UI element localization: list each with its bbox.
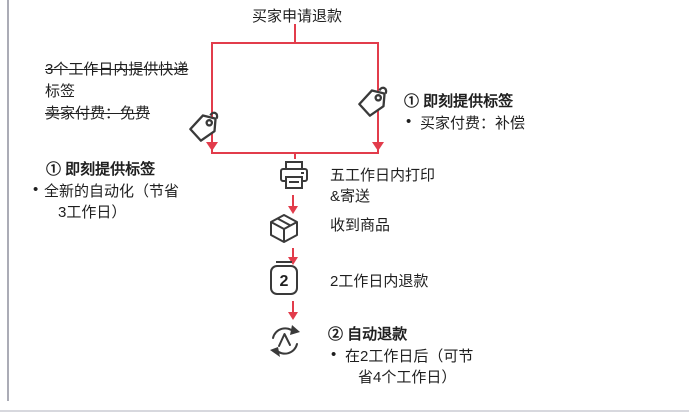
step-auto-bullet: • 在2工作日后（可节 (331, 346, 473, 367)
right-branch-bullet-text: 买家付费：补偿 (420, 115, 526, 132)
left-branch-bullet-line1: 全新的自动化（节省 (44, 183, 180, 200)
old-process-line1: 3个工作日内提供快递 (45, 61, 189, 78)
right-branch-heading: ① 即刻提供标签 (404, 93, 514, 110)
connector-left-vertical (211, 42, 213, 152)
step-auto-heading: ② 自动退款 (328, 326, 408, 343)
tag-icon-left (183, 106, 225, 148)
step-print-line1: 五工作日内打印 (330, 167, 436, 184)
step-auto-bullet-line1: 在2工作日后（可节 (345, 348, 474, 365)
auto-refund-icon (265, 321, 305, 361)
left-branch-bullet-line2: 3工作日） (58, 204, 127, 221)
printer-icon (276, 156, 312, 192)
left-frame-line (7, 0, 9, 401)
bullet-dot: • (406, 113, 412, 130)
connector-right-arrowhead (372, 142, 384, 151)
right-branch-bullet: • 买家付费：补偿 (406, 113, 525, 134)
connector-left-arrowhead (206, 142, 218, 151)
bullet-dot: • (33, 181, 39, 198)
step-print-label: 五工作日内打印 &寄送 (330, 165, 435, 207)
flow-arrow-2-head (288, 257, 298, 265)
flow-arrow-3-head (288, 312, 298, 320)
flow-arrow-1-line (292, 195, 294, 207)
calendar-badge: 2 (280, 273, 289, 290)
step-auto-bullet-line2: 省4个工作日） (358, 369, 457, 386)
step-receive-label: 收到商品 (330, 217, 391, 234)
flow-arrow-2-line (292, 248, 294, 258)
bullet-dot: • (331, 346, 337, 363)
old-process-line3: 卖家付费：免费 (45, 105, 151, 122)
left-branch-bullet: • 全新的自动化（节省 (33, 181, 179, 202)
flow-arrow-3-line (292, 301, 294, 313)
old-process-line2: 标签 (45, 83, 76, 100)
calendar-2-icon: 2 (267, 259, 301, 299)
connector-top-horizontal (211, 42, 379, 44)
left-branch-heading: ① 即刻提供标签 (46, 161, 156, 178)
package-icon (266, 210, 302, 246)
diagram-title: 买家申请退款 (252, 8, 343, 25)
connector-stem-bottom (294, 154, 296, 159)
connector-stem-top (294, 24, 296, 43)
bottom-frame-line (0, 410, 689, 412)
tag-icon-right (352, 81, 394, 123)
old-process-note: 3个工作日内提供快递 标签 卖家付费：免费 (45, 59, 188, 125)
flow-arrow-1-head (288, 206, 298, 214)
step-print-line2: &寄送 (330, 188, 371, 205)
step-refund2-label: 2工作日内退款 (330, 273, 429, 290)
connector-bottom-horizontal (211, 152, 379, 154)
